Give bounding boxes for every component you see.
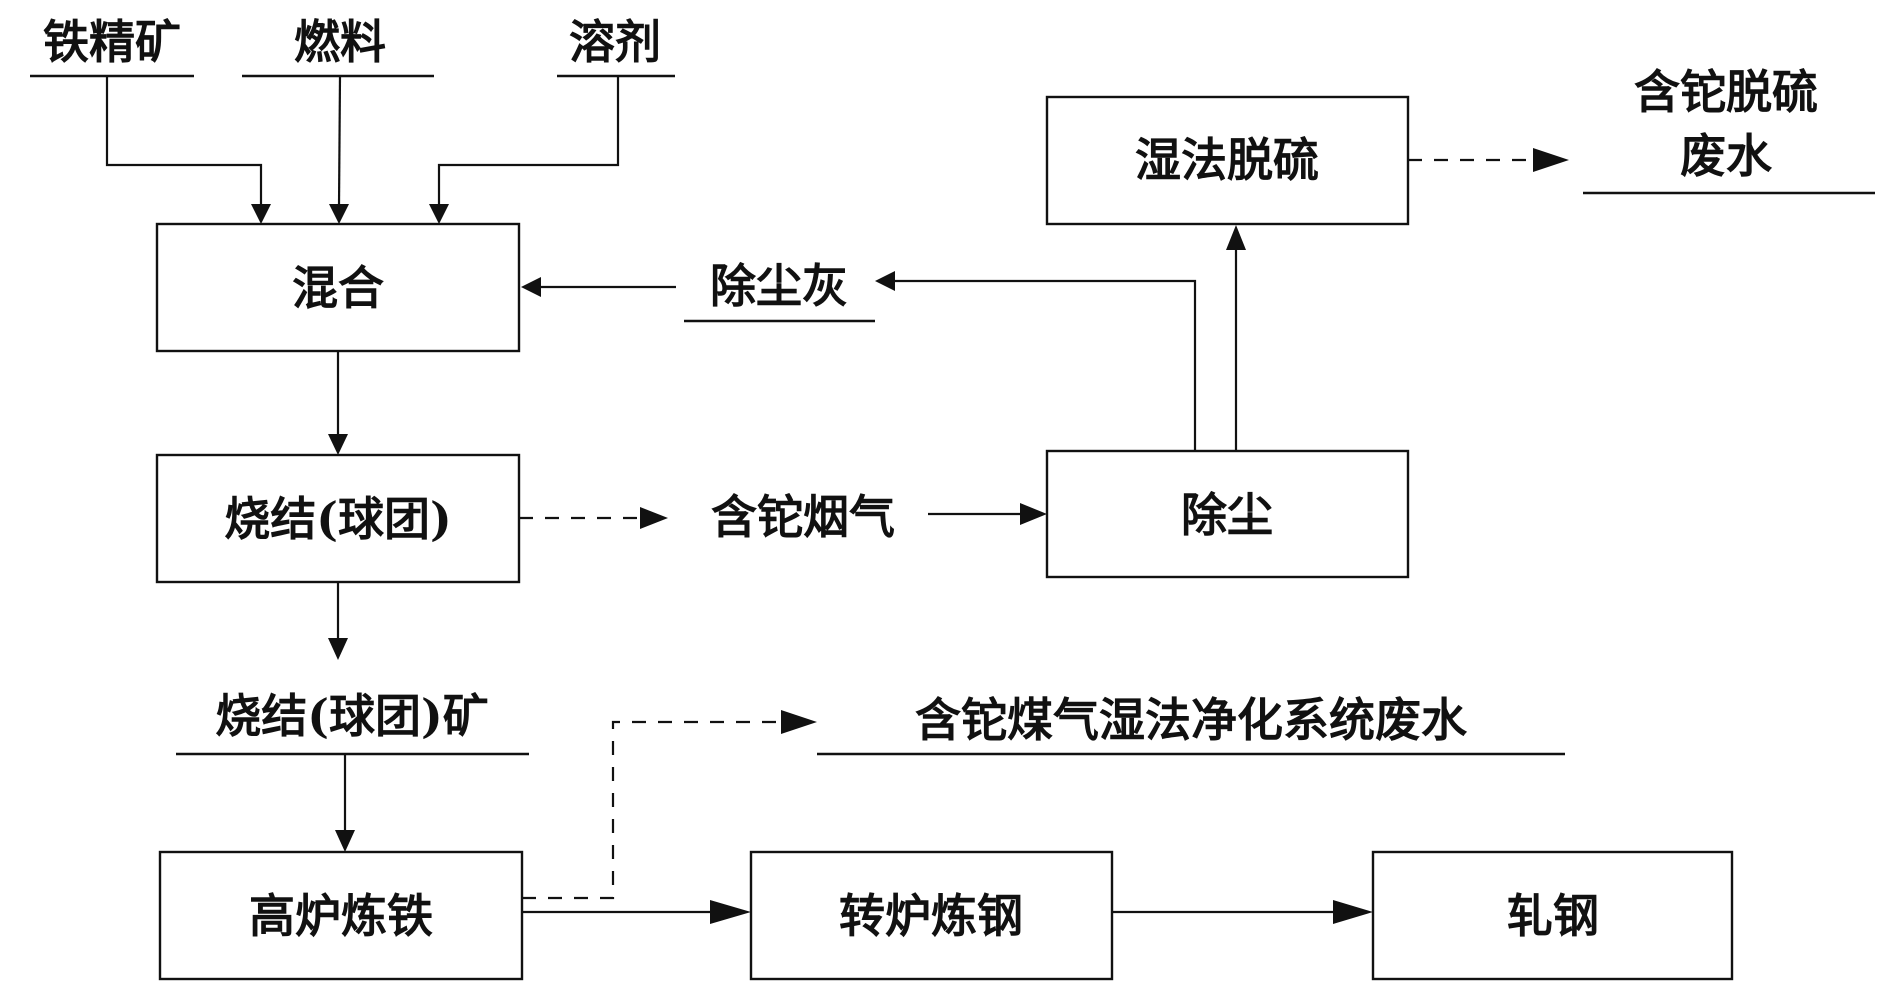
arrowhead-flux-to-mixing xyxy=(429,204,449,224)
label-tl-flue-gas: 含铊烟气 xyxy=(711,490,895,544)
box-rolling-label: 轧钢 xyxy=(1507,889,1599,943)
label-tl-desulf-wastewater-line1: 含铊脱硫 xyxy=(1634,65,1818,119)
box-blast-furnace-label: 高炉炼铁 xyxy=(249,889,433,943)
label-fuel: 燃料 xyxy=(294,15,386,69)
label-flux: 溶剂 xyxy=(569,15,661,69)
arrowhead-mixing-to-sintering xyxy=(328,434,348,455)
label-sinter-ore: 烧结(球团)矿 xyxy=(215,689,489,743)
box-mixing: 混合 xyxy=(155,222,521,353)
box-mixing-label: 混合 xyxy=(292,261,384,315)
arrowhead-to-gas-wastewater xyxy=(781,710,817,734)
arrowhead-iron-to-mixing xyxy=(251,204,271,224)
edge-blast-furnace-to-gas-wastewater xyxy=(522,720,783,900)
arrowhead-to-flue-gas xyxy=(640,507,668,529)
box-rolling: 轧钢 xyxy=(1371,850,1734,981)
box-dust-removal-label: 除尘 xyxy=(1181,488,1273,542)
box-wet-desulfurization: 湿法脱硫 xyxy=(1045,95,1410,226)
label-tl-desulf-wastewater-line2: 废水 xyxy=(1680,129,1773,183)
arrowhead-to-blast-furnace xyxy=(335,830,355,852)
arrowhead-to-dust-removal xyxy=(1020,503,1047,525)
edge-flux-to-mixing xyxy=(437,76,620,206)
label-iron-concentrate: 铁精矿 xyxy=(43,15,181,69)
box-sintering: 烧结(球团) xyxy=(155,453,521,584)
label-tl-gas-wastewater: 含铊煤气湿法净化系统废水 xyxy=(915,693,1468,747)
box-blast-furnace: 高炉炼铁 xyxy=(158,850,524,981)
arrowhead-to-rolling xyxy=(1333,900,1373,924)
edge-fuel-to-mixing xyxy=(337,75,342,207)
arrowhead-to-sinter-ore xyxy=(328,638,348,660)
box-dust-removal: 除尘 xyxy=(1045,449,1410,579)
arrowhead-dust-ash-to-mixing xyxy=(521,277,541,297)
arrowhead-fuel-to-mixing xyxy=(329,204,349,224)
arrowhead-to-converter xyxy=(710,900,751,924)
arrowhead-to-desulfurization xyxy=(1226,225,1246,250)
edge-dust-removal-to-dust-ash xyxy=(895,279,1197,451)
box-converter: 转炉炼钢 xyxy=(749,850,1114,981)
box-wet-desulfurization-label: 湿法脱硫 xyxy=(1135,133,1319,187)
arrowhead-to-dust-ash xyxy=(875,271,895,291)
box-converter-label: 转炉炼钢 xyxy=(839,889,1023,943)
box-sintering-label: 烧结(球团) xyxy=(224,492,452,546)
arrowhead-to-desulf-wastewater xyxy=(1533,148,1569,172)
label-dust-ash: 除尘灰 xyxy=(710,259,848,313)
edge-iron-to-mixing xyxy=(105,76,263,206)
